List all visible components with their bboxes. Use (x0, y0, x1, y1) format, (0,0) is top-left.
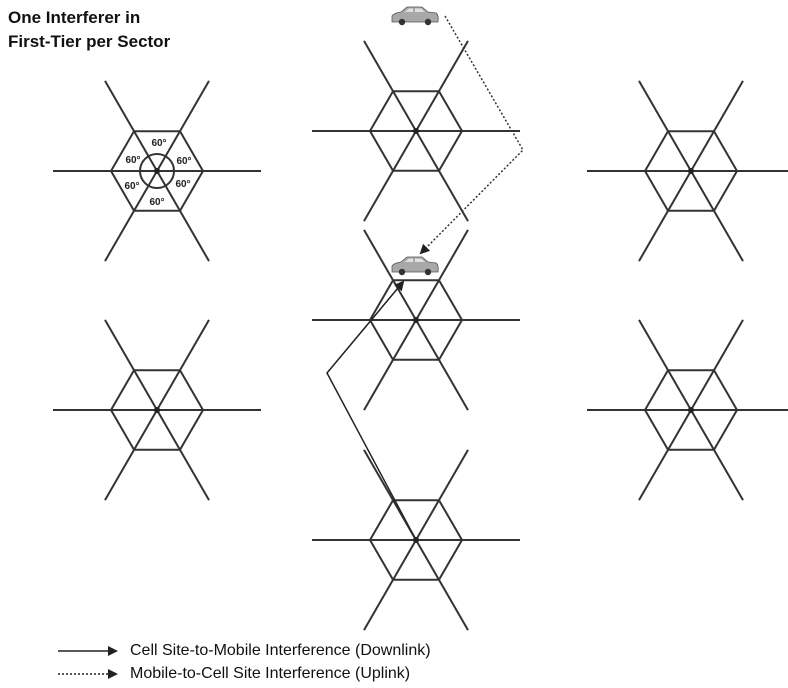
sector-line (690, 80, 744, 172)
angle-label: 60° (124, 181, 139, 192)
cell-site (312, 229, 520, 411)
sector-circle (139, 153, 175, 189)
sector-line (363, 130, 417, 222)
sector-line (690, 319, 744, 411)
diagram-title: One Interferer in First-Tier per Sector (8, 6, 170, 54)
sector-line (638, 409, 692, 501)
cell-site-antenna (688, 407, 694, 413)
legend-downlink: Cell Site-to-Mobile Interference (Downli… (58, 641, 431, 661)
sector-line (690, 409, 744, 501)
title-line-2: First-Tier per Sector (8, 32, 171, 51)
sector-line (638, 319, 692, 411)
sector-line (363, 229, 417, 321)
car-icon (391, 6, 439, 26)
sector-line (156, 319, 210, 411)
sector-line (415, 40, 469, 132)
sector-line (363, 319, 417, 411)
sector-line (363, 40, 417, 132)
sector-line (638, 80, 692, 172)
cell-site (53, 319, 261, 501)
legend-downlink-label: Cell Site-to-Mobile Interference (Downli… (130, 642, 431, 659)
cell-site (587, 80, 788, 262)
sector-line (156, 409, 210, 501)
angle-label: 60° (175, 179, 190, 190)
dotted-arrow-icon (58, 669, 118, 679)
sector-line (104, 319, 158, 411)
cell-site (312, 40, 520, 222)
legend-uplink: Mobile-to-Cell Site Interference (Uplink… (58, 664, 410, 684)
sector-line (415, 449, 469, 541)
cell-diagram: 60° 60° 60° 60° 60° 60° (53, 6, 788, 631)
downlink-path (326, 280, 417, 541)
car-icon (391, 256, 439, 276)
sector-line (415, 130, 469, 222)
sector-line (363, 539, 417, 631)
sector-line (415, 539, 469, 631)
solid-arrow-icon (58, 646, 118, 656)
cell-site (587, 319, 788, 501)
sector-line (415, 319, 469, 411)
uplink-path (419, 15, 524, 255)
angle-label: 60° (176, 156, 191, 167)
cell-site-antenna (154, 407, 160, 413)
angle-label: 60° (149, 197, 164, 208)
angle-label: 60° (125, 155, 140, 166)
cell-site-antenna (688, 168, 694, 174)
sector-line (104, 409, 158, 501)
cell-site-antenna (413, 317, 419, 323)
title-line-1: One Interferer in (8, 8, 141, 27)
sector-line (415, 229, 469, 321)
angle-label: 60° (151, 138, 166, 149)
cell-site-antenna (413, 128, 419, 134)
sector-line (638, 170, 692, 262)
cell-site (312, 449, 520, 631)
cell-site (53, 80, 261, 262)
legend-uplink-label: Mobile-to-Cell Site Interference (Uplink… (130, 665, 411, 682)
sector-line (690, 170, 744, 262)
cell-site-antenna (154, 168, 160, 174)
